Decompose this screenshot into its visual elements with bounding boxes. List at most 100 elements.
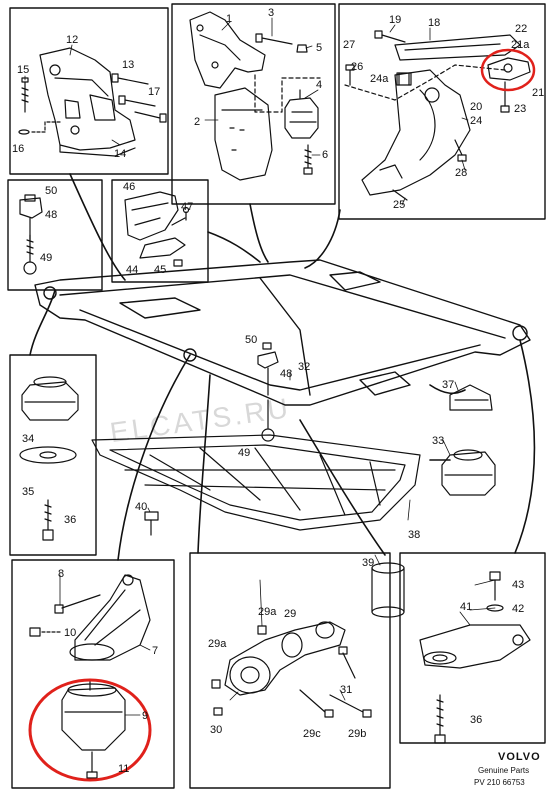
label-34: 34 <box>22 433 34 445</box>
label-3: 3 <box>268 7 274 19</box>
leader-lines <box>24 17 496 716</box>
engine-mount-bracket-rear <box>39 47 136 157</box>
rubber-bushing-34 <box>21 376 79 421</box>
label-37: 37 <box>442 379 454 391</box>
engine-mount-lower-2 <box>214 87 273 181</box>
label-16: 16 <box>12 143 24 155</box>
label-10: 10 <box>64 627 76 639</box>
label-41: 41 <box>460 601 472 613</box>
highlight-mount-21 <box>480 48 536 92</box>
label-38: 38 <box>408 529 420 541</box>
splash-shield-38 <box>91 434 421 531</box>
panel-29-31 <box>189 552 391 789</box>
bolt-19 <box>374 30 406 43</box>
mount-plate-41 <box>419 624 531 669</box>
label-36-left: 36 <box>64 514 76 526</box>
label-8: 8 <box>58 568 64 580</box>
label-20: 20 <box>470 101 482 113</box>
dashed-guide-1 <box>254 74 321 113</box>
label-15: 15 <box>17 64 29 76</box>
clip-40 <box>144 511 159 536</box>
connector-lines <box>29 173 536 561</box>
bolt-31 <box>338 646 356 679</box>
connector-7 <box>117 354 191 561</box>
panel-7-11 <box>11 559 175 789</box>
label-17: 17 <box>148 86 160 98</box>
connector-29 <box>197 374 211 554</box>
brand-block: VOLVO Genuine Parts PV 210 66753 <box>474 751 540 787</box>
label-50-left: 50 <box>45 185 57 197</box>
bushing-24a <box>396 72 412 86</box>
washer-35 <box>19 446 77 464</box>
label-44: 44 <box>126 264 138 276</box>
part-labels: 12 13 14 15 16 17 1 3 5 4 2 6 19 18 22 2… <box>12 7 544 775</box>
label-14: 14 <box>114 148 126 160</box>
bolt-43 <box>489 571 501 601</box>
bolt-6 <box>303 144 313 175</box>
label-29c: 29c <box>303 728 321 740</box>
bushing-33 <box>441 449 496 496</box>
label-29a-top: 29a <box>258 606 277 618</box>
rubber-mount-9 <box>61 679 126 751</box>
label-13: 13 <box>122 59 134 71</box>
bolt-29a <box>211 625 267 716</box>
bolt-23 <box>500 81 510 113</box>
engine-mount-upper-bracket <box>189 11 266 89</box>
bump-stop-37 <box>449 384 493 411</box>
label-42: 42 <box>512 603 524 615</box>
connector-34 <box>29 289 56 356</box>
panel-top-left <box>9 7 169 175</box>
label-48-left: 48 <box>45 209 57 221</box>
label-6: 6 <box>322 149 328 161</box>
bolt-26 <box>345 64 355 86</box>
panel-46 <box>111 179 209 283</box>
bracket-46 <box>124 191 186 259</box>
washer-42 <box>486 604 504 612</box>
panel-frames <box>7 3 546 789</box>
label-29a-left: 29a <box>208 638 227 650</box>
connector-37 <box>429 384 466 395</box>
connector-24 <box>304 209 341 269</box>
label-32: 32 <box>298 361 310 373</box>
label-49-main: 49 <box>238 447 250 459</box>
label-30: 30 <box>210 724 222 736</box>
label-47: 47 <box>181 201 193 213</box>
connector-2 <box>249 203 269 263</box>
connector-14 <box>69 173 126 281</box>
panel-34-36 <box>9 354 97 556</box>
label-45: 45 <box>154 264 166 276</box>
brand-line2: PV 210 66753 <box>474 778 525 787</box>
mount-21 <box>487 57 531 81</box>
label-28: 28 <box>455 167 467 179</box>
bolt-8 <box>54 594 101 614</box>
panel-top-right <box>338 3 546 220</box>
label-21: 21 <box>532 87 544 99</box>
label-26: 26 <box>351 61 363 73</box>
label-31: 31 <box>340 684 352 696</box>
label-36-right: 36 <box>470 714 482 726</box>
bolt-28 <box>454 139 467 162</box>
washer-16 <box>18 121 61 135</box>
label-33: 33 <box>432 435 444 447</box>
connector-41 <box>514 339 536 554</box>
torque-rod-29 <box>224 621 346 696</box>
label-46: 46 <box>123 181 135 193</box>
label-5: 5 <box>316 42 322 54</box>
engine-mount-bracket-7 <box>69 574 151 661</box>
label-39: 39 <box>362 557 374 569</box>
panel-top-center <box>171 3 336 205</box>
label-2: 2 <box>194 116 200 128</box>
label-24: 24 <box>470 115 482 127</box>
label-1: 1 <box>226 13 232 25</box>
label-19: 19 <box>389 14 401 26</box>
bolts-29b-29c <box>299 689 372 718</box>
label-24a: 24a <box>370 73 389 85</box>
connector-46 <box>207 231 261 263</box>
bracket-48-left <box>19 194 43 241</box>
label-18: 18 <box>428 17 440 29</box>
label-9: 9 <box>142 710 148 722</box>
label-43: 43 <box>512 579 524 591</box>
sleeve-39 <box>371 562 405 618</box>
label-49-left: 49 <box>40 252 52 264</box>
